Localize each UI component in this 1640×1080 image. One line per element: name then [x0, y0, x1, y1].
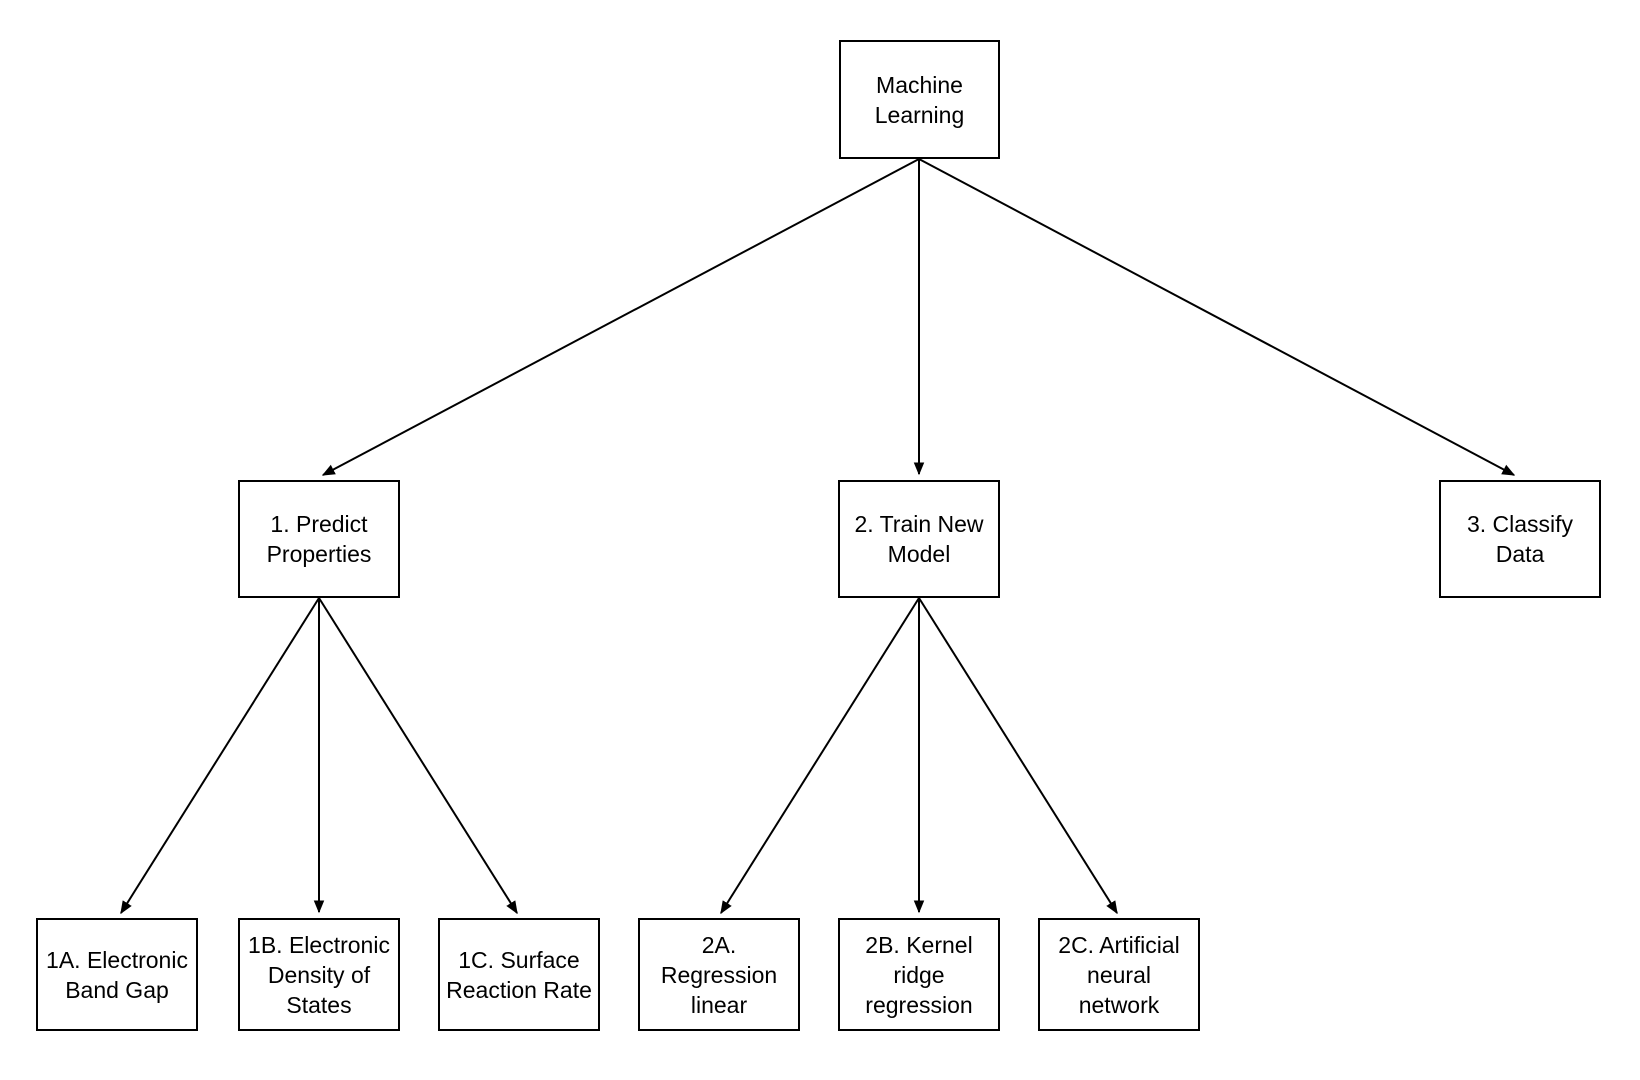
node-predict-properties-label: 1. Predict Properties	[266, 511, 372, 567]
node-kernel-ridge-regression: 2B. Kernel ridge regression	[838, 918, 1000, 1031]
edge-predict-properties-to-surface-reaction-rate	[318, 597, 518, 915]
node-train-new-model-label: 2. Train New Model	[854, 511, 984, 567]
node-regression-linear-label: 2A. Regression linear	[660, 931, 778, 1018]
node-predict-properties: 1. Predict Properties	[238, 480, 400, 598]
edge-machine-learning-to-predict-properties	[321, 158, 920, 476]
node-machine-learning: Machine Learning	[839, 40, 1000, 159]
node-electronic-band-gap: 1A. Electronic Band Gap	[36, 918, 198, 1031]
node-surface-reaction-rate-label: 1C. Surface Reaction Rate	[446, 946, 592, 1003]
node-electronic-band-gap-label: 1A. Electronic Band Gap	[46, 946, 188, 1003]
node-artificial-neural-network-label: 2C. Artificial neural network	[1058, 931, 1180, 1018]
node-classify-data-label: 3. Classify Data	[1466, 511, 1574, 567]
node-electronic-density-of-states-label: 1B. Electronic Density of States	[248, 931, 390, 1018]
edge-train-new-model-to-artificial-neural-network	[918, 597, 1118, 915]
node-artificial-neural-network: 2C. Artificial neural network	[1038, 918, 1200, 1031]
node-machine-learning-label: Machine Learning	[874, 71, 965, 128]
node-classify-data: 3. Classify Data	[1439, 480, 1601, 598]
node-electronic-density-of-states: 1B. Electronic Density of States	[238, 918, 400, 1031]
node-surface-reaction-rate: 1C. Surface Reaction Rate	[438, 918, 600, 1031]
edge-predict-properties-to-electronic-band-gap	[120, 597, 320, 915]
edge-train-new-model-to-regression-linear	[720, 597, 920, 915]
node-kernel-ridge-regression-label: 2B. Kernel ridge regression	[865, 931, 973, 1018]
node-regression-linear: 2A. Regression linear	[638, 918, 800, 1031]
edge-machine-learning-to-classify-data	[918, 158, 1516, 476]
node-train-new-model: 2. Train New Model	[838, 480, 1000, 598]
